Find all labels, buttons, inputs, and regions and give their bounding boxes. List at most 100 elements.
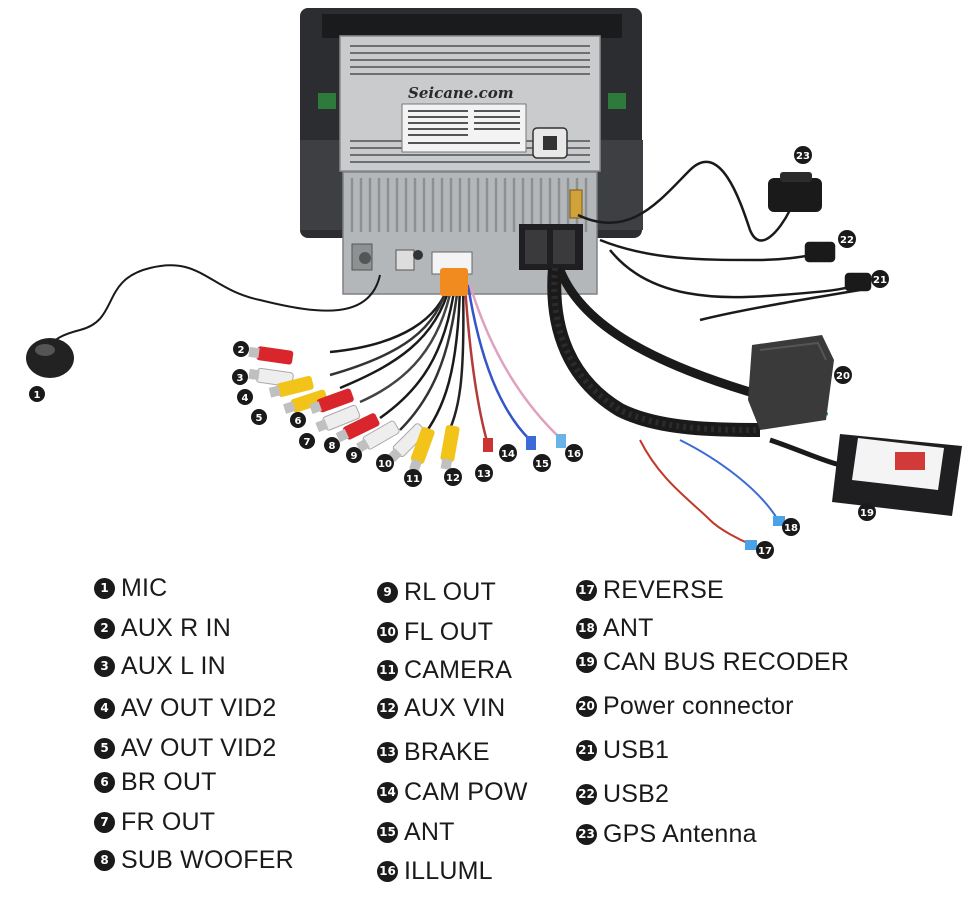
legend-item: 9 RL OUT (377, 577, 496, 607)
legend-item: 20 Power connector (576, 691, 794, 721)
legend-number: 12 (377, 697, 398, 719)
legend-item: 19 CAN BUS RECODER (576, 647, 849, 677)
legend-number: 10 (377, 621, 398, 643)
callout-19: 19 (858, 503, 876, 521)
legend-item: 15 ANT (377, 817, 455, 847)
callout-15: 15 (533, 454, 551, 472)
legend-label: AUX L IN (121, 651, 226, 680)
svg-text:16: 16 (567, 449, 581, 460)
svg-text:12: 12 (446, 473, 460, 484)
legend-item: 1 MIC (94, 573, 167, 603)
legend-number: 8 (94, 849, 115, 871)
svg-text:20: 20 (836, 371, 850, 382)
svg-text:3: 3 (237, 373, 244, 384)
legend-number: 2 (94, 617, 115, 639)
legend-label: USB1 (603, 735, 670, 764)
callout-7: 7 (299, 433, 315, 449)
legend-number: 16 (377, 860, 398, 882)
legend-item: 3 AUX L IN (94, 651, 226, 681)
legend-item: 22 USB2 (576, 779, 669, 809)
legend-label: AUX VIN (404, 693, 506, 722)
callout-17: 17 (756, 541, 774, 559)
callout-13: 13 (475, 464, 493, 482)
legend-item: 14 CAM POW (377, 777, 528, 807)
svg-text:6: 6 (295, 416, 302, 427)
callout-1: 1 (29, 386, 45, 402)
callout-10: 10 (376, 454, 394, 472)
svg-text:21: 21 (873, 275, 887, 286)
callout-2: 2 (233, 341, 249, 357)
legend-item: 2 AUX R IN (94, 613, 231, 643)
legend-label: USB2 (603, 779, 670, 808)
legend-item: 4 AV OUT VID2 (94, 693, 276, 723)
legend-number: 21 (576, 739, 597, 761)
svg-text:17: 17 (758, 546, 772, 557)
legend-number: 1 (94, 577, 115, 599)
callout-14: 14 (499, 444, 517, 462)
legend-item: 7 FR OUT (94, 807, 215, 837)
legend-label: Power connector (603, 691, 794, 720)
legend-label: FR OUT (121, 807, 216, 836)
legend-number: 22 (576, 783, 597, 805)
legend-number: 14 (377, 781, 398, 803)
svg-text:11: 11 (406, 474, 420, 485)
legend-label: AUX R IN (121, 613, 231, 642)
svg-text:9: 9 (351, 451, 358, 462)
legend-label: ILLUML (404, 856, 493, 885)
spade-terminals (483, 434, 566, 452)
callout-5: 5 (251, 409, 267, 425)
usb-cables (599, 238, 872, 322)
legend-label: MIC (121, 573, 168, 602)
legend-item: 16 ILLUML (377, 856, 493, 886)
callout-16: 16 (565, 444, 583, 462)
legend-number: 20 (576, 695, 597, 717)
legend-number: 6 (94, 771, 115, 793)
wiring-diagram: Seicane.com (26, 8, 962, 559)
legend-number: 23 (576, 823, 597, 845)
brand-label: Seicane.com (408, 84, 514, 102)
legend-item: 11 CAMERA (377, 655, 512, 685)
legend-label: AV OUT VID2 (121, 693, 277, 722)
legend-item: 13 BRAKE (377, 737, 490, 767)
svg-text:1: 1 (34, 390, 41, 401)
legend-label: SUB WOOFER (121, 845, 294, 874)
callout-23: 23 (794, 146, 812, 164)
svg-text:19: 19 (860, 508, 874, 519)
legend-item: 12 AUX VIN (377, 693, 505, 723)
legend-label: AV OUT VID2 (121, 733, 277, 762)
legend-label: GPS Antenna (603, 819, 757, 848)
svg-text:7: 7 (304, 437, 311, 448)
svg-text:8: 8 (329, 441, 336, 452)
callout-4: 4 (237, 389, 253, 405)
callout-20: 20 (834, 366, 852, 384)
legend-item: 23 GPS Antenna (576, 819, 757, 849)
legend-number: 4 (94, 697, 115, 719)
svg-text:2: 2 (238, 345, 245, 356)
legend-label: REVERSE (603, 575, 724, 604)
svg-text:22: 22 (840, 235, 854, 246)
legend-item: 6 BR OUT (94, 767, 217, 797)
legend-number: 13 (377, 741, 398, 763)
svg-text:18: 18 (784, 523, 798, 534)
orange-label-sleeve (440, 268, 468, 296)
svg-text:23: 23 (796, 151, 810, 162)
svg-text:14: 14 (501, 449, 515, 460)
legend-number: 15 (377, 821, 398, 843)
legend-item: 8 SUB WOOFER (94, 845, 294, 875)
legend-item: 21 USB1 (576, 735, 669, 765)
legend-number: 18 (576, 617, 597, 639)
legend-number: 17 (576, 579, 597, 601)
legend-label: CAMERA (404, 655, 513, 684)
spec-sticker-lines (408, 110, 520, 144)
legend-item: 10 FL OUT (377, 617, 493, 647)
legend-number: 11 (377, 659, 398, 681)
legend-label: RL OUT (404, 577, 496, 606)
legend-item: 5 AV OUT VID2 (94, 733, 276, 763)
canbus-decoder (832, 434, 962, 516)
legend-item: 17 REVERSE (576, 575, 724, 605)
legend-label: FL OUT (404, 617, 494, 646)
callout-12: 12 (444, 468, 462, 486)
callout-3: 3 (232, 369, 248, 385)
svg-text:10: 10 (378, 459, 392, 470)
legend-label: ANT (603, 613, 654, 642)
